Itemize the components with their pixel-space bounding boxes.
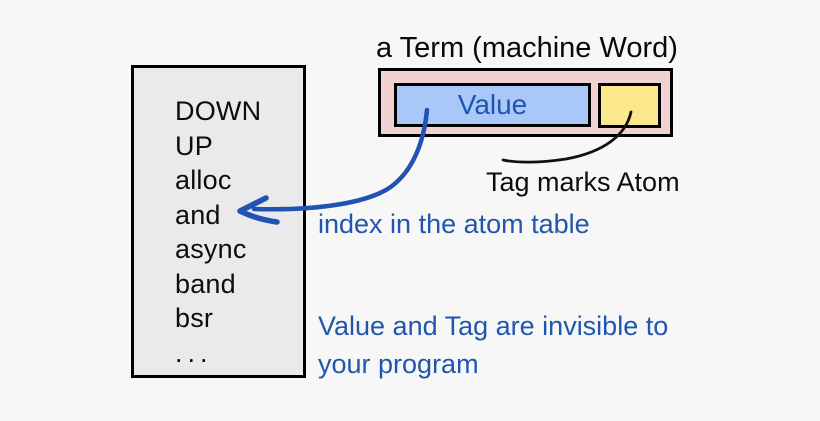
- value-label: Value: [457, 89, 528, 120]
- invisible-annotation-line1: Value and Tag are invisible to: [318, 311, 669, 341]
- tag-annotation: Tag marks Atom: [486, 167, 680, 197]
- atom-table-item: UP: [175, 130, 213, 161]
- value-box: Value: [394, 83, 591, 127]
- invisible-annotation-line2: your program: [318, 349, 479, 379]
- atom-table-item: async: [175, 234, 247, 264]
- atom-table-list: DOWN UP alloc and async band bsr ...: [175, 94, 261, 370]
- invisible-annotation: Value and Tag are invisible to your prog…: [318, 307, 668, 383]
- term-word-box: Value: [378, 68, 673, 137]
- atom-table-item: and: [175, 199, 221, 230]
- atom-table-item: DOWN: [175, 96, 262, 126]
- atom-table-item: alloc: [175, 165, 232, 195]
- term-title: a Term (machine Word): [376, 32, 678, 64]
- index-annotation: index in the atom table: [318, 209, 590, 239]
- tag-box: [598, 83, 661, 128]
- atom-table-item: bsr: [175, 303, 214, 333]
- atom-table-item-ellipsis: ...: [175, 337, 213, 368]
- atom-table-item: band: [175, 268, 236, 299]
- atom-table-box: DOWN UP alloc and async band bsr ...: [131, 65, 306, 378]
